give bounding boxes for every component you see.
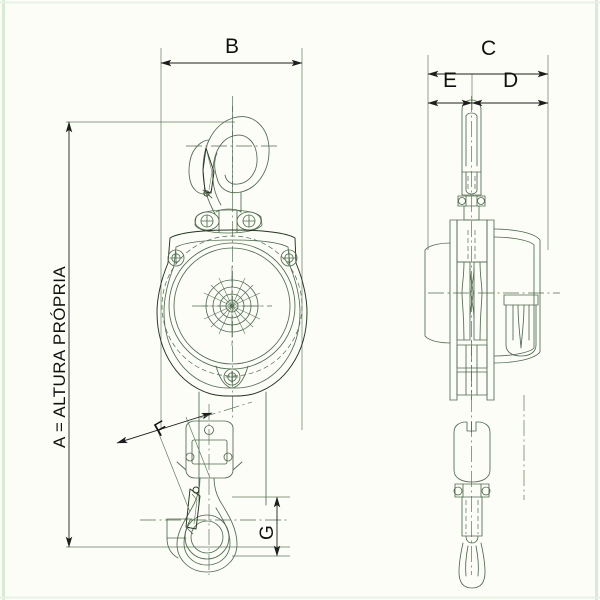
sheave-groove-section [456, 261, 488, 341]
dimension-B-extension-lines [160, 48, 303, 430]
top-hook [186, 106, 280, 215]
sheave-hub [192, 266, 272, 346]
dimension-label-G: G [257, 525, 278, 540]
dimension-label-B: B [225, 35, 240, 58]
dimension-F [116, 401, 253, 513]
hook-swivel-plate [176, 420, 243, 479]
dimension-label-E: E [443, 69, 458, 92]
dimension-label-D: D [503, 69, 519, 92]
side-view [424, 55, 560, 589]
side-becket-block [503, 294, 539, 357]
dimension-A-extension-lines [66, 121, 290, 548]
side-body-plates [424, 205, 541, 401]
bottom-hook-body [166, 477, 238, 573]
front-view [66, 48, 308, 548]
side-bottom-hook [453, 421, 491, 589]
lower-side-plates [198, 391, 267, 506]
dimension-label-C: C [481, 37, 497, 60]
pulley-body-shell [156, 229, 308, 397]
dimension-label-A: A = ALTURA PRÓPRIA [50, 265, 69, 448]
dimension-G [232, 496, 290, 557]
